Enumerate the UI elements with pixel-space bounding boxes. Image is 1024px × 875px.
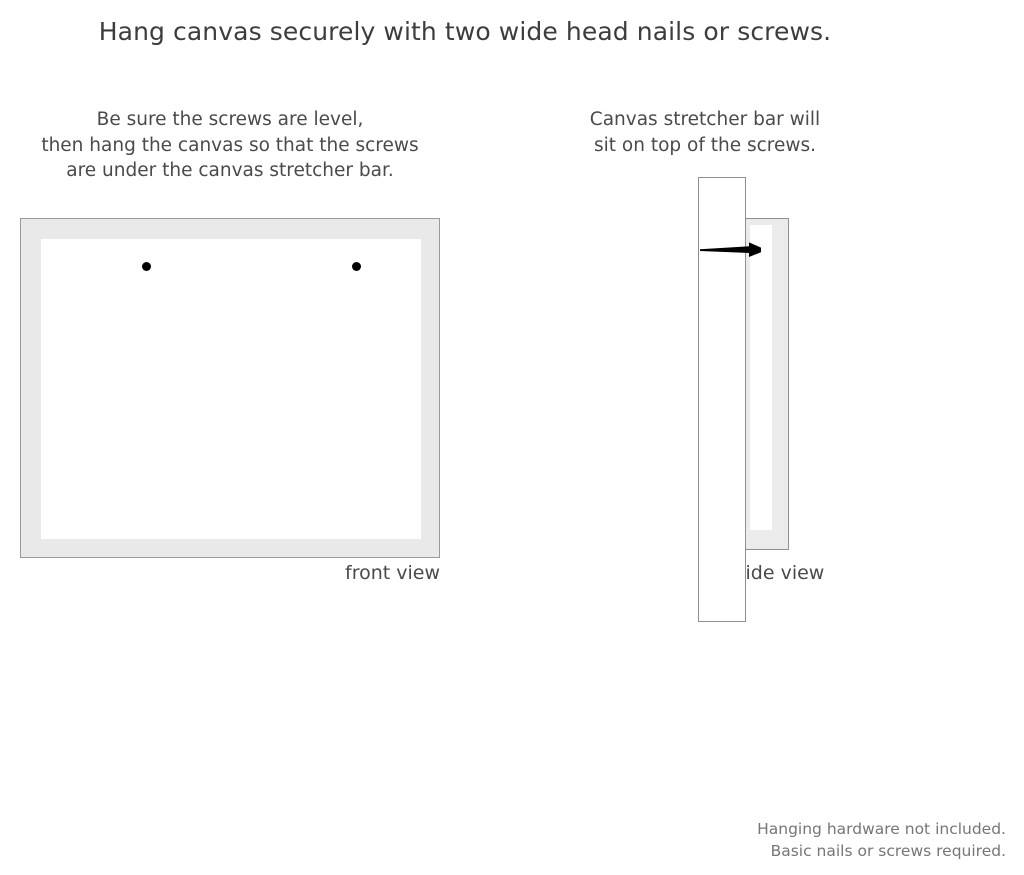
screw-head-dot-icon-left xyxy=(142,262,151,271)
page-title: Hang canvas securely with two wide head … xyxy=(98,17,832,46)
screw-side-profile-icon xyxy=(700,242,761,257)
canvas-stretcher-bar xyxy=(745,218,789,550)
front-caption-line-2: then hang the canvas so that the screws xyxy=(41,134,419,156)
side-caption-line-2: sit on top of the screws. xyxy=(593,134,817,156)
front-view-canvas-diagram xyxy=(20,218,440,558)
screw-head-dot-icon-right xyxy=(352,262,361,271)
side-view-caption: Canvas stretcher bar will sit on top of … xyxy=(565,107,845,158)
disclaimer-line-2: Basic nails or screws required. xyxy=(770,842,1006,860)
front-caption-line-3: are under the canvas stretcher bar. xyxy=(66,160,394,181)
side-caption-line-1: Canvas stretcher bar will xyxy=(589,109,821,130)
stretcher-bar-inner-face xyxy=(750,225,772,530)
hardware-disclaimer: Hanging hardware not included. Basic nai… xyxy=(586,818,1006,862)
front-caption-line-1: Be sure the screws are level, xyxy=(96,109,364,130)
front-view-caption: Be sure the screws are level, then hang … xyxy=(20,107,440,184)
disclaimer-line-1: Hanging hardware not included. xyxy=(757,820,1006,838)
front-view-label: front view xyxy=(345,562,440,584)
side-view-diagram xyxy=(690,170,870,630)
side-view-label: side view xyxy=(735,562,825,584)
front-view-canvas-face xyxy=(41,239,421,539)
